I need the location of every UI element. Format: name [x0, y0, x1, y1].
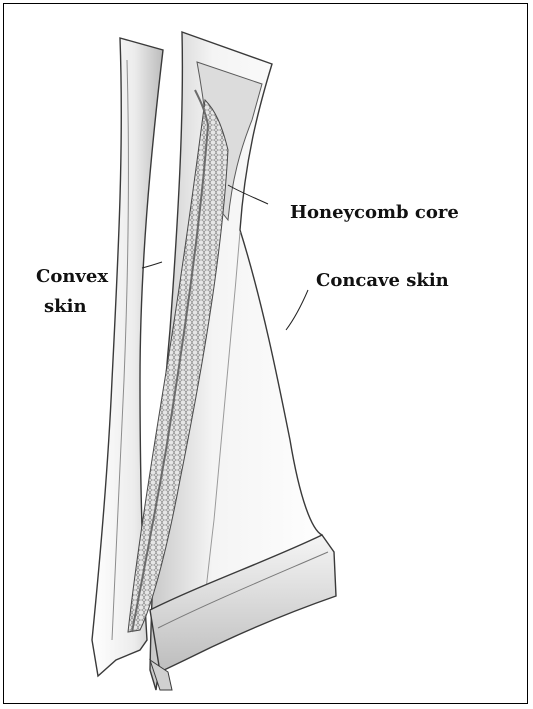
label-convex-skin-line2: skin: [44, 296, 87, 318]
leader-convex: [142, 262, 162, 268]
leader-concave: [286, 290, 308, 330]
label-concave-skin: Concave skin: [316, 270, 449, 292]
label-honeycomb-core: Honeycomb core: [290, 202, 459, 224]
label-convex-skin-line1: Convex: [36, 266, 108, 288]
